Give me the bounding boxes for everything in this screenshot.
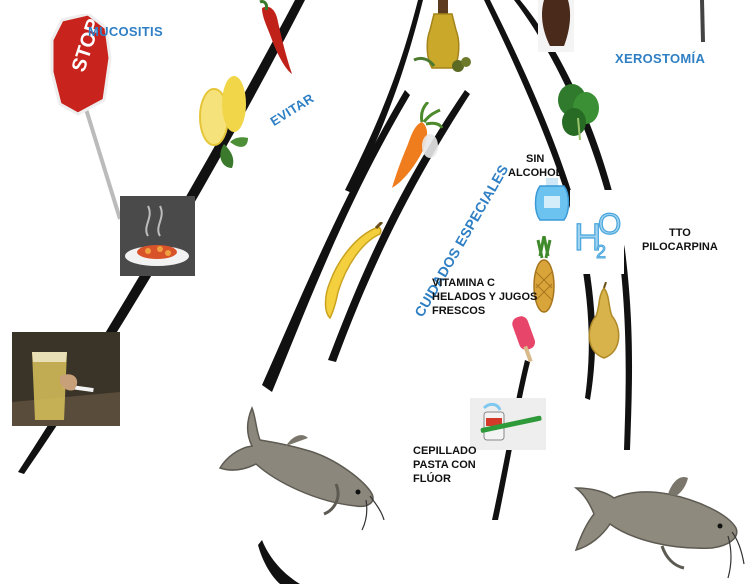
label-cepillado: CEPILLADO PASTA CON FLÚOR xyxy=(413,444,477,486)
banana-icon xyxy=(322,222,384,322)
svg-text:O: O xyxy=(598,208,621,241)
label-sin-alcohol: SIN ALCOHOL xyxy=(508,152,562,180)
label-mucositis: MUCOSITIS xyxy=(88,25,163,39)
spinach-icon xyxy=(556,78,600,140)
stop-sign-icon: STOP xyxy=(48,14,128,229)
carrot-icon xyxy=(384,102,444,192)
catfish-left-icon xyxy=(216,402,386,534)
label-vitamina-c: VITAMINA C HELADOS Y JUGOS FRESCOS xyxy=(432,276,537,318)
popsicle-icon xyxy=(512,316,542,366)
toothbrush-toothpaste-icon xyxy=(470,398,546,450)
catfish-right-icon xyxy=(572,454,747,584)
olive-oil-icon xyxy=(410,0,472,75)
chocolate-icon xyxy=(538,0,574,52)
chili-pepper-icon xyxy=(252,0,302,80)
top-right-thin-bone xyxy=(700,0,705,42)
water-h2o-icon: H 2 O xyxy=(570,190,624,274)
lemon-icon xyxy=(196,72,256,172)
bottom-bone xyxy=(258,540,300,584)
alcohol-smoking-photo xyxy=(12,332,120,426)
pear-icon xyxy=(582,282,626,362)
label-tto-pilocarpina: TTO PILOCARPINA xyxy=(642,226,718,254)
hot-food-photo xyxy=(120,196,195,276)
svg-text:2: 2 xyxy=(596,242,606,262)
mouthwash-icon xyxy=(532,178,572,222)
label-xerostomia: XEROSTOMÍA xyxy=(615,52,705,66)
